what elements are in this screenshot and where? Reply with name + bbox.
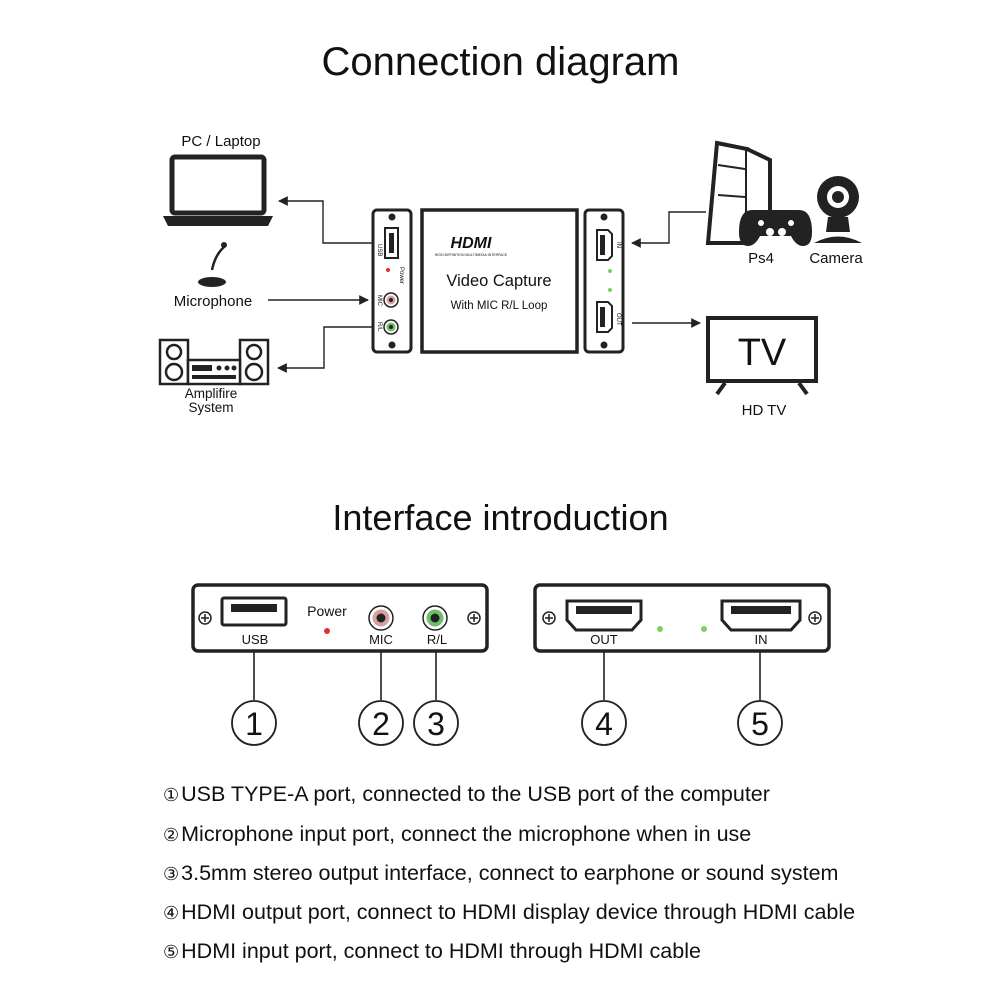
callout-number-4: 4 (595, 706, 613, 742)
status-led-icon (657, 626, 663, 632)
small-rl-label: R/L (376, 322, 382, 332)
usb-to-pc-arrow (278, 196, 373, 244)
gamepad-icon (739, 210, 812, 246)
interface-panel-right (533, 583, 831, 653)
hdmi-in-label: IN (755, 632, 768, 647)
description-4: ④HDMI output port, connect to HDMI displ… (163, 900, 855, 925)
connection-diagram-title: Connection diagram (321, 40, 680, 84)
interface-panel-left (191, 583, 489, 653)
video-capture-subtitle: With MIC R/L Loop (451, 300, 548, 312)
hdmi-tagline: HIGH-DEFINITION MULTIMEDIA INTERFACE (435, 253, 508, 257)
video-capture-device: HDMI HIGH-DEFINITION MULTIMEDIA INTERFAC… (420, 208, 579, 354)
callout-number-3: 3 (427, 706, 445, 742)
description-2: ②Microphone input port, connect the micr… (163, 822, 751, 847)
small-mic-label: MIC (376, 295, 382, 307)
callout-markers (231, 700, 783, 746)
microphone-icon (198, 242, 227, 287)
connection-arrows (268, 196, 706, 373)
callout-number-1: 1 (245, 706, 263, 742)
callout-number-2: 2 (372, 706, 390, 742)
capture-left-side-panel: USB Power MIC R/L (371, 208, 413, 354)
pc-laptop-label: PC / Laptop (181, 133, 260, 150)
hdmi-out-label: OUT (590, 632, 618, 647)
hdmi-in-port-icon (720, 599, 802, 632)
ps4-to-device-arrow (631, 211, 706, 248)
amplifier-label-line1: Amplifire (185, 386, 238, 401)
laptop-icon (163, 154, 273, 226)
description-5: ⑤HDMI input port, connect to HDMI throug… (163, 939, 701, 964)
description-marker-5: ⑤ (163, 942, 180, 963)
callout-circle-4 (581, 700, 627, 746)
capture-right-side-panel: IN OUT (583, 208, 625, 354)
interface-introduction-title: Interface introduction (332, 497, 669, 538)
status-led-icon (701, 626, 707, 632)
description-marker-2: ② (163, 825, 180, 846)
hdtv-label: HD TV (742, 402, 787, 419)
callout-circle-1 (231, 700, 277, 746)
rl-port-label: R/L (427, 632, 447, 647)
callout-number-5: 5 (751, 706, 769, 742)
description-text-2: Microphone input port, connect the micro… (181, 822, 752, 846)
usb-port-label: USB (242, 632, 269, 647)
ps4-label: Ps4 (748, 250, 774, 267)
description-text-4: HDMI output port, connect to HDMI displa… (181, 900, 856, 924)
hdmi-logo: HDMI (451, 235, 492, 252)
video-capture-name: Video Capture (446, 272, 551, 290)
camera-label: Camera (809, 250, 863, 267)
rl-to-amplifier-arrow (277, 326, 373, 373)
small-power-label: Power (398, 267, 404, 284)
camera-icon (814, 176, 862, 243)
callout-lines (253, 651, 761, 700)
description-text-5: HDMI input port, connect to HDMI through… (181, 939, 701, 963)
description-marker-4: ④ (163, 903, 180, 924)
small-out-label: OUT (615, 313, 621, 326)
callout-circle-2 (358, 700, 404, 746)
tv-screen-text: TV (738, 332, 787, 374)
description-text-3: 3.5mm stereo output interface, connect t… (181, 861, 839, 885)
callout-circle-5 (737, 700, 783, 746)
amplifier-system-icon (158, 338, 270, 386)
power-led-icon (324, 628, 330, 634)
description-3: ③3.5mm stereo output interface, connect … (163, 861, 838, 886)
small-in-label: IN (615, 242, 621, 248)
power-label: Power (307, 603, 347, 619)
description-marker-3: ③ (163, 864, 180, 885)
amplifier-label-line2: System (188, 400, 233, 415)
description-text-1: USB TYPE-A port, connected to the USB po… (181, 782, 770, 806)
hdmi-out-port-icon (565, 599, 643, 632)
microphone-label: Microphone (174, 293, 252, 310)
description-marker-1: ① (163, 785, 180, 806)
tv-icon (706, 316, 818, 396)
mic-port-label: MIC (369, 632, 393, 647)
small-usb-label: USB (376, 244, 382, 256)
callout-circle-3 (413, 700, 459, 746)
description-1: ①USB TYPE-A port, connected to the USB p… (163, 782, 770, 807)
